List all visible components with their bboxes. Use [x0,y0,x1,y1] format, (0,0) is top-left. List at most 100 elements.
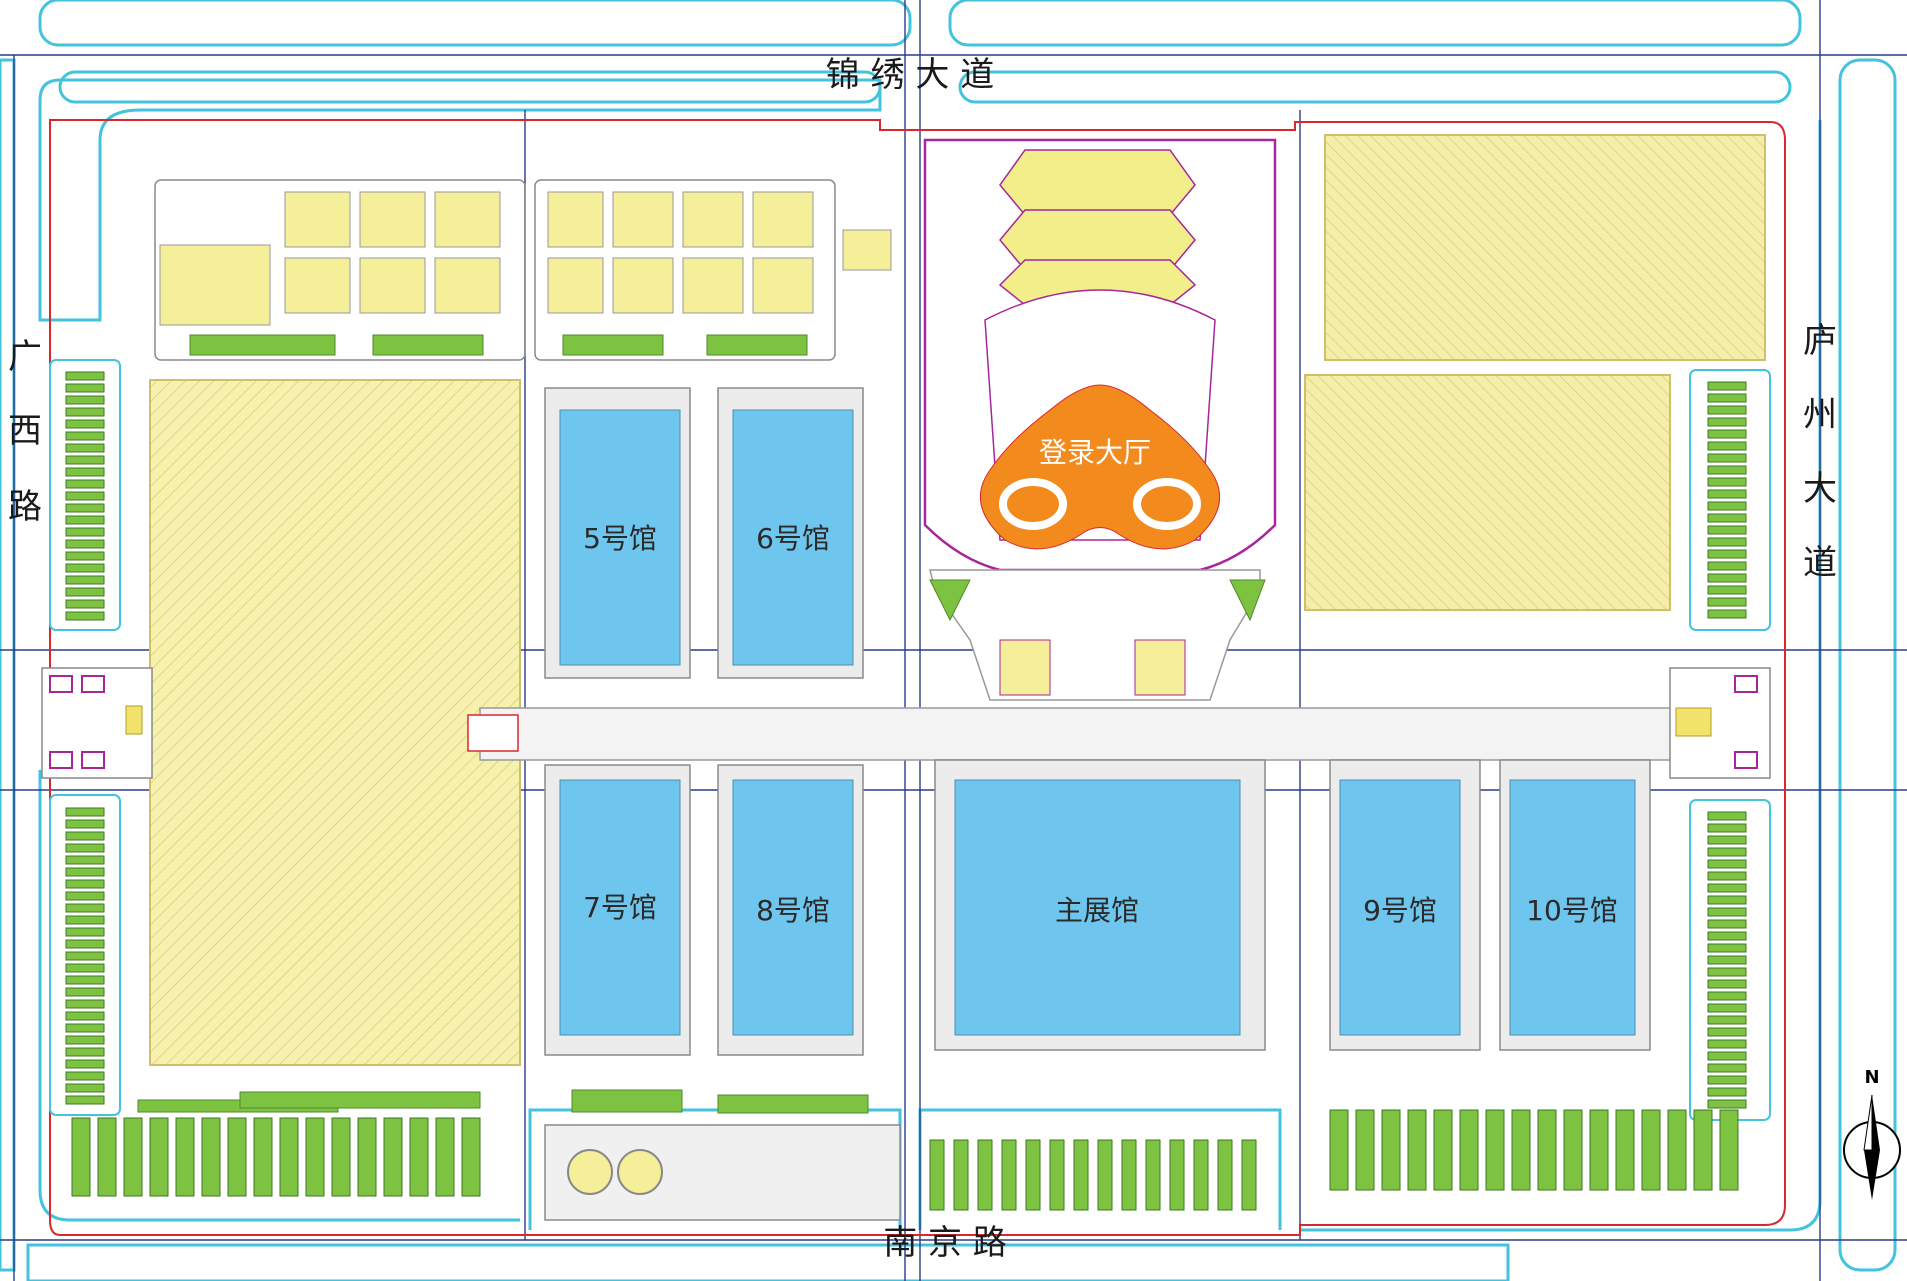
lobby-oval-left [999,478,1067,530]
hall-6-label: 6号馆 [756,522,830,555]
parking-stall [1049,1139,1065,1211]
nw-yard [154,179,892,361]
parking-stall [1241,1139,1257,1211]
hall-5[interactable] [559,409,681,666]
road-south-label: 南 京 路 [883,1223,1007,1263]
hall-main-label: 主展馆 [1055,894,1139,927]
parking-stall [1641,1109,1661,1191]
parking-stall [97,1117,117,1197]
parking-stall [1025,1139,1041,1211]
parking-stall [65,1095,105,1105]
parking-stall [65,419,105,429]
parking-stall [1707,1099,1747,1109]
hall-main[interactable] [954,779,1241,1036]
road-east-label-2: 州 [1803,395,1837,435]
parking-stall [65,951,105,961]
parking-stall [65,407,105,417]
parking-stall [305,1117,325,1197]
parking-stall [1193,1139,1209,1211]
parking-stall [1707,453,1747,463]
hall-6[interactable] [732,409,854,666]
parking-stall [65,527,105,537]
parking-stall [1707,381,1747,391]
parking-stall [65,479,105,489]
main-corridor [479,707,1701,761]
parking-stall [1097,1139,1113,1211]
parking-stall [65,987,105,997]
hall-10-label: 10号馆 [1526,894,1618,927]
parking-stall [65,1071,105,1081]
parking-stall [1073,1139,1089,1211]
lobby-complex: 登录大厅 [923,138,1277,701]
parking-stall [1707,943,1747,953]
parking-stall [1485,1109,1505,1191]
parking-stall [65,939,105,949]
parking-stall [65,611,105,621]
parking-stall [383,1117,403,1197]
hall-labels: 5号馆 6号馆 7号馆 8号馆 主展馆 9号馆 10号馆 [583,522,1618,927]
parking-stall [1707,609,1747,619]
parking-stall [1707,859,1747,869]
road-east-label-3: 大 [1803,469,1837,509]
parking-stall [1707,1039,1747,1049]
parking-stall [1707,489,1747,499]
parking-stall [149,1117,169,1197]
parking-stall [65,515,105,525]
hall-8[interactable] [732,779,854,1036]
parking-stalls [65,371,1747,1211]
parking-stall [65,1035,105,1045]
parking-stall [1707,501,1747,511]
parking-stall [65,371,105,381]
parking-stall [65,563,105,573]
parking-stall [1511,1109,1531,1191]
parking-stall [1355,1109,1375,1191]
parking-stall [253,1117,273,1197]
parking-stall [1563,1109,1583,1191]
parking-stall [1707,979,1747,989]
parking-stall [1707,835,1747,845]
parking-stall [1667,1109,1687,1191]
parking-stall [65,867,105,877]
parking-stall [1329,1109,1349,1191]
parking-stall [65,831,105,841]
north-arrow-icon: N [1843,1067,1901,1200]
west-open-lot [149,379,521,1066]
parking-stall [65,855,105,865]
parking-stall [1707,1003,1747,1013]
ne-open-lot-south [1304,374,1671,611]
parking-stall [1459,1109,1479,1191]
hall-7[interactable] [559,779,681,1036]
parking-stall [1707,441,1747,451]
parking-stall [65,903,105,913]
parking-stall [1707,823,1747,833]
west-parking [49,359,121,1116]
hall-9[interactable] [1339,779,1461,1036]
road-west-label-2: 西 [8,411,42,451]
hall-9-label: 9号馆 [1363,894,1437,927]
parking-stall [65,455,105,465]
road-west-label-3: 路 [8,487,42,527]
parking-stall [65,587,105,597]
parking-stall [1707,847,1747,857]
road-east-label-4: 道 [1803,543,1837,583]
parking-stall [1707,477,1747,487]
hall-10[interactable] [1509,779,1636,1036]
parking-stall [65,1059,105,1069]
parking-stall [1707,429,1747,439]
parking-stall [65,915,105,925]
parking-stall [1433,1109,1453,1191]
parking-stall [1707,405,1747,415]
parking-stall [1615,1109,1635,1191]
parking-stall [1217,1139,1233,1211]
parking-stall [1707,525,1747,535]
parking-stall [65,927,105,937]
parking-stall [65,491,105,501]
parking-stall [409,1117,429,1197]
parking-stall [1001,1139,1017,1211]
parking-stall [1707,1087,1747,1097]
parking-stall [1407,1109,1427,1191]
parking-stall [65,503,105,513]
west-gate [41,667,153,779]
parking-stall [1707,883,1747,893]
parking-stall [1707,931,1747,941]
